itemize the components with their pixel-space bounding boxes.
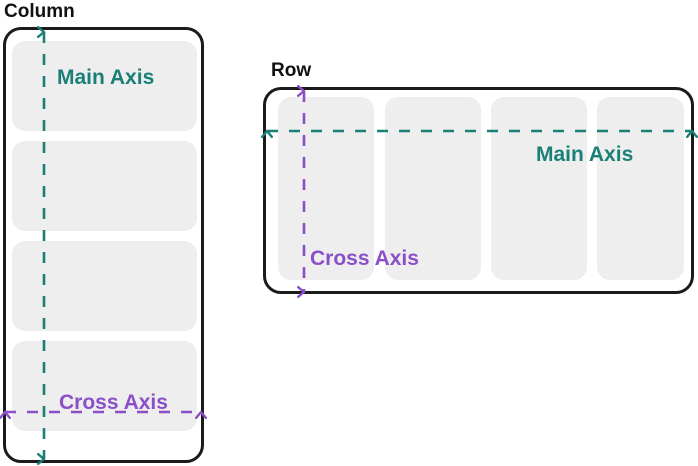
column-flex-item (12, 141, 197, 231)
column-flex-item (12, 341, 197, 431)
row-main-axis-label: Main Axis (536, 143, 634, 166)
row-cross-axis-label: Cross Axis (310, 247, 419, 270)
row-section-label: Row (271, 60, 312, 81)
column-main-axis-label: Main Axis (57, 66, 155, 89)
row-flex-item (491, 97, 587, 280)
column-section-label: Column (4, 1, 75, 22)
row-flex-item (278, 97, 374, 280)
row-flex-item (597, 97, 684, 280)
column-flex-item (12, 241, 197, 331)
column-cross-axis-label: Cross Axis (59, 391, 168, 414)
row-flex-item (385, 97, 481, 280)
